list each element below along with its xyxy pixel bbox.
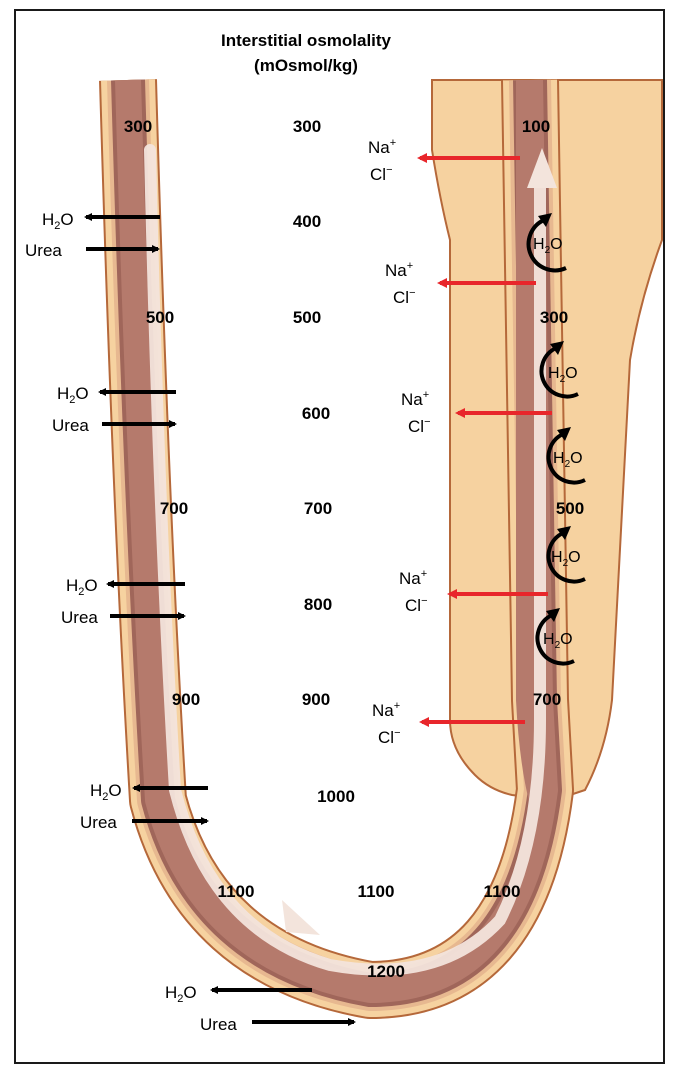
na-label: Na+ bbox=[372, 700, 400, 720]
tubule-value: 700 bbox=[160, 499, 188, 518]
title-line-2: (mOsmol/kg) bbox=[254, 56, 358, 75]
tubule-value: 300 bbox=[124, 117, 152, 136]
na-label: Na+ bbox=[385, 260, 413, 280]
h2o-label: H2O bbox=[66, 576, 98, 598]
title-line-1: Interstitial osmolality bbox=[221, 31, 392, 50]
interstitial-value: 1100 bbox=[358, 882, 395, 901]
cl-label: Cl− bbox=[393, 287, 416, 307]
na-label: Na+ bbox=[401, 389, 429, 409]
tubule-value: 300 bbox=[540, 308, 568, 327]
cl-label: Cl− bbox=[370, 164, 393, 184]
interstitial-value: 400 bbox=[293, 212, 321, 231]
h2o-label: H2O bbox=[165, 983, 197, 1005]
cl-label: Cl− bbox=[405, 595, 428, 615]
tubule-value: 100 bbox=[522, 117, 550, 136]
na-label: Na+ bbox=[399, 568, 427, 588]
h2o-label: H2O bbox=[90, 781, 122, 803]
interstitial-value: 600 bbox=[302, 404, 330, 423]
tubule-value: 500 bbox=[556, 499, 584, 518]
urea-label: Urea bbox=[200, 1015, 237, 1034]
interstitial-values: 300 400 500 600 700 800 900 1000 1100 bbox=[293, 117, 395, 901]
tubule-value: 900 bbox=[172, 690, 200, 709]
bottom-tubule-value: 1200 bbox=[367, 962, 405, 981]
interstitial-value: 1000 bbox=[317, 787, 355, 806]
interstitial-value: 500 bbox=[293, 308, 321, 327]
h2o-label: H2O bbox=[42, 210, 74, 232]
na-label: Na+ bbox=[368, 137, 396, 157]
interstitial-value: 300 bbox=[293, 117, 321, 136]
urea-label: Urea bbox=[61, 608, 98, 627]
interstitial-value: 900 bbox=[302, 690, 330, 709]
tubule-value: 1100 bbox=[218, 882, 255, 901]
tubule-value: 500 bbox=[146, 308, 174, 327]
tubule-value: 700 bbox=[533, 690, 561, 709]
h2o-label: H2O bbox=[57, 384, 89, 406]
urea-label: Urea bbox=[52, 416, 89, 435]
interstitial-value: 700 bbox=[304, 499, 332, 518]
urea-label: Urea bbox=[80, 813, 117, 832]
cl-label: Cl− bbox=[408, 416, 431, 436]
cl-label: Cl− bbox=[378, 727, 401, 747]
tubule-value: 1100 bbox=[484, 882, 521, 901]
urea-label: Urea bbox=[25, 241, 62, 260]
flow-arrowhead-bottom bbox=[282, 900, 320, 935]
interstitial-value: 800 bbox=[304, 595, 332, 614]
